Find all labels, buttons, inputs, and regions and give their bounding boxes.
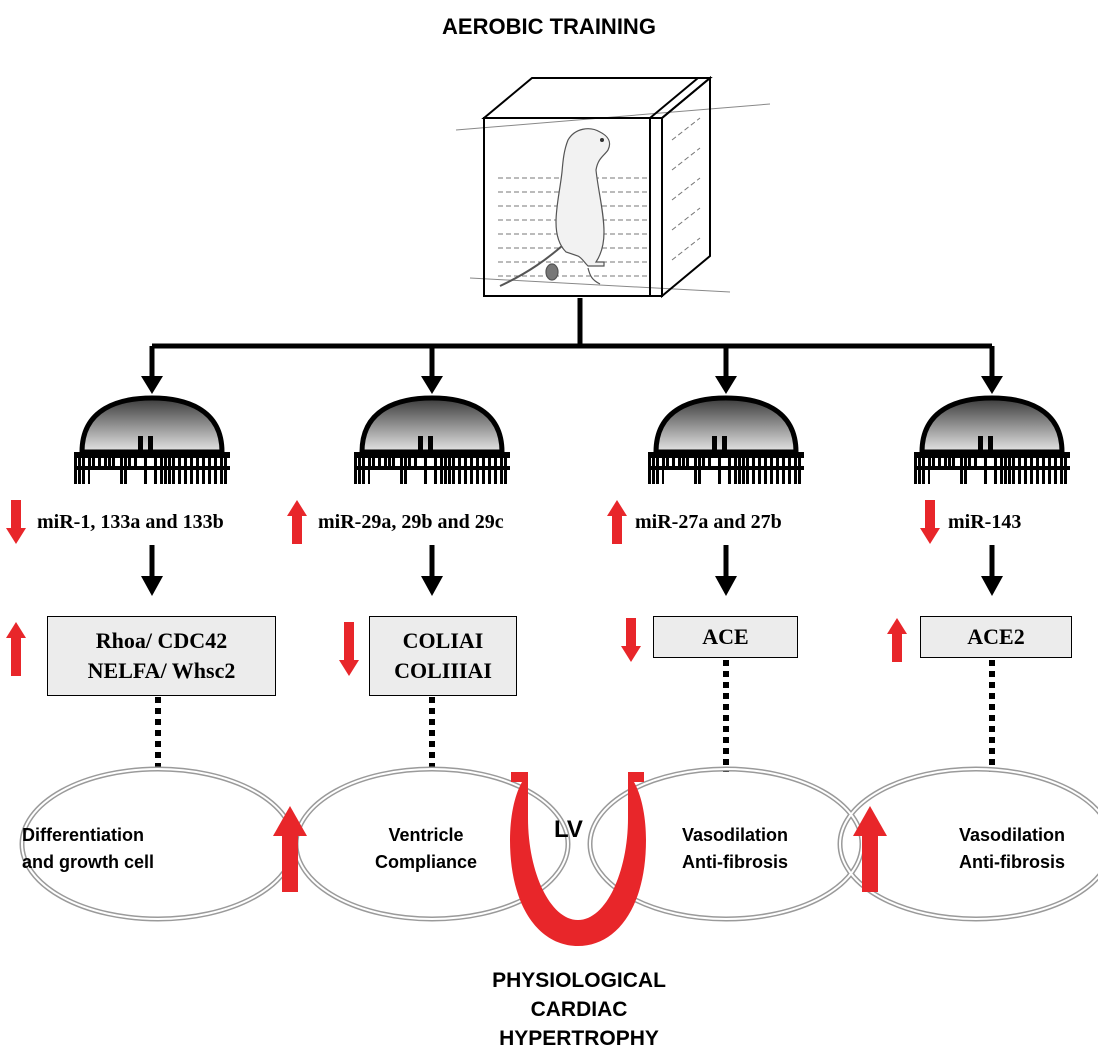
target-line: NELFA/ Whsc2 [87,658,236,683]
gel-band-icon [354,395,510,484]
rat-on-treadmill-icon [455,75,771,299]
target-box-4: ACE2 [920,616,1072,658]
mirna-label-1: miR-1, 133a and 133b [37,511,224,533]
mirna-to-target-arrows [149,545,995,578]
lv-label: LV [554,816,583,843]
up-arrow-icon [853,806,887,892]
mirna-label-3: miR-27a and 27b [635,511,782,533]
mirna-label-4: miR-143 [948,511,1022,533]
up-arrow-icon [887,618,907,662]
dotted-connectors [155,660,995,772]
target-line: COLIIIAI [394,658,492,683]
target-line: ACE [702,624,749,649]
up-arrow-icon [607,500,627,544]
down-arrow-icon [6,500,26,544]
gel-band-icon [648,395,804,484]
down-arrow-icon [339,622,359,676]
target-line: ACE2 [967,624,1025,649]
down-arrow-icon [920,500,940,544]
up-arrow-icon [6,622,26,676]
effect-label-3: Vasodilation Anti-fibrosis [681,825,789,872]
up-arrow-icon [273,806,307,892]
target-line: COLIAI [402,628,484,653]
up-arrow-icon [287,500,307,544]
target-box-2: COLIAI COLIIIAI [369,616,517,696]
target-box-1: Rhoa/ CDC42 NELFA/ Whsc2 [47,616,276,696]
down-arrow-icon [621,618,641,662]
heart-sectional-icon [510,772,646,946]
connector-tree [149,298,995,378]
outcome-line: PHYSIOLOGICAL [492,969,666,992]
effect-label-4: Vasodilation Anti-fibrosis [958,825,1066,872]
target-box-3: ACE [653,616,798,658]
effect-label-2: Ventricle Compliance [374,825,478,872]
outcome-line: CARDIAC [530,998,628,1021]
mirna-label-2: miR-29a, 29b and 29c [318,511,504,533]
gel-band-icon [74,395,230,484]
outcome-title: PHYSIOLOGICAL CARDIAC HYPERTROPHY [429,966,729,1053]
diagram-title: AEROBIC TRAINING [442,14,656,39]
target-line: Rhoa/ CDC42 [95,628,228,653]
outcome-line: HYPERTROPHY [499,1027,659,1050]
gel-band-icon [914,395,1070,484]
effect-label-1: Differentiation and growth cell [22,825,155,872]
branch-arrowheads [141,376,1003,394]
